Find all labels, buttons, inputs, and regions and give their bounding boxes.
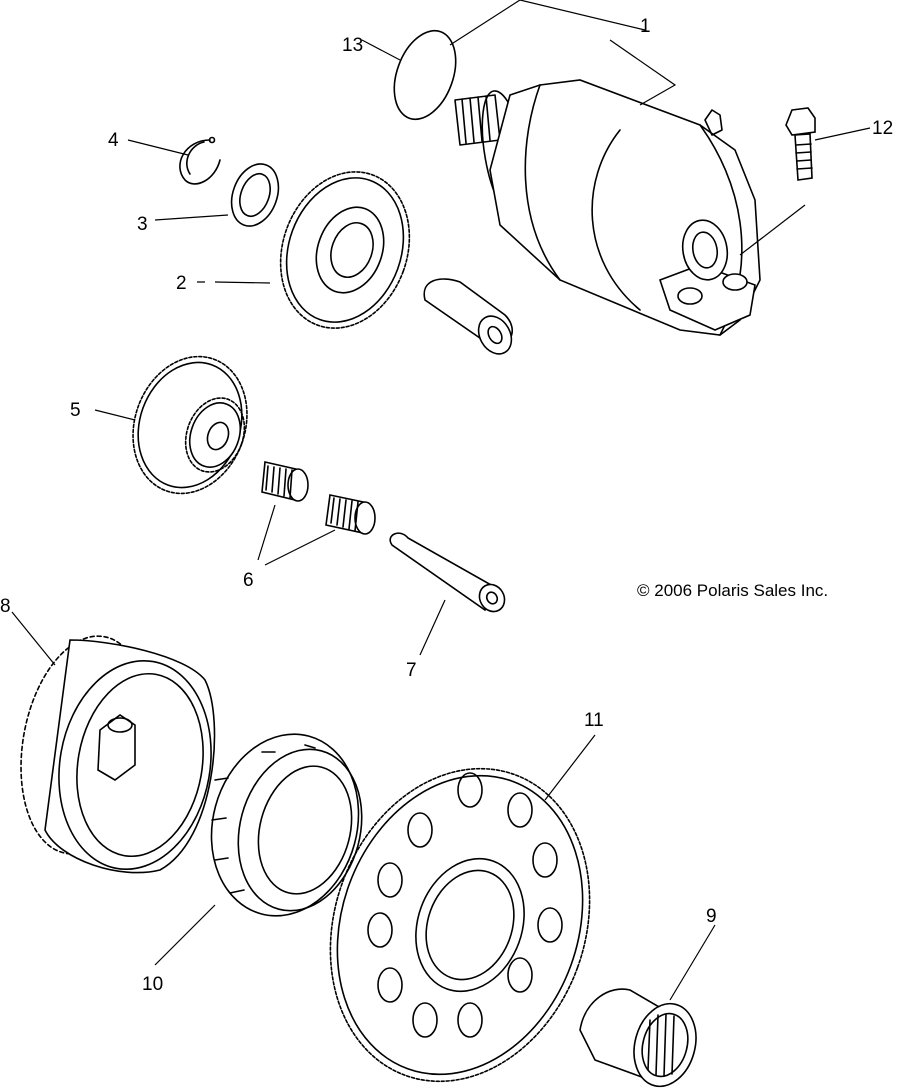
idler-sleeve — [423, 278, 514, 355]
part-7-pin — [389, 532, 506, 613]
copyright-notice: © 2006 Polaris Sales Inc. — [637, 581, 828, 600]
callout-10: 10 — [142, 974, 163, 995]
callout-7: 7 — [406, 660, 417, 681]
part-8-flywheel — [20, 635, 216, 874]
part-3-washer — [230, 163, 280, 227]
part-11-starter-driven-gear — [329, 767, 591, 1083]
callout-5: 5 — [70, 400, 81, 421]
part-9-bearing — [579, 988, 697, 1088]
part-4-snap-ring — [179, 136, 221, 185]
callout-3: 3 — [137, 214, 148, 235]
callout-2: 2 — [176, 273, 187, 294]
callout-12: 12 — [872, 118, 893, 139]
part-6-needle-bearings — [261, 461, 376, 535]
callout-9: 9 — [706, 906, 717, 927]
callout-6: 6 — [243, 570, 254, 591]
callout-13: 13 — [342, 35, 363, 56]
part-12-bolt — [785, 107, 816, 181]
leader-lines — [11, 0, 871, 1001]
callout-4: 4 — [108, 130, 119, 151]
part-2-gear — [279, 171, 411, 329]
part-10-starter-clutch — [210, 733, 363, 917]
callout-11: 11 — [584, 710, 604, 731]
part-5-double-gear — [132, 355, 248, 495]
callout-1: 1 — [640, 16, 651, 37]
part-13-o-ring — [393, 29, 457, 121]
callout-labels: 1 13 12 4 3 2 5 6 8 7 11 9 10 — [0, 16, 893, 995]
callout-8: 8 — [0, 596, 11, 617]
part-1-starter-motor — [454, 79, 761, 336]
